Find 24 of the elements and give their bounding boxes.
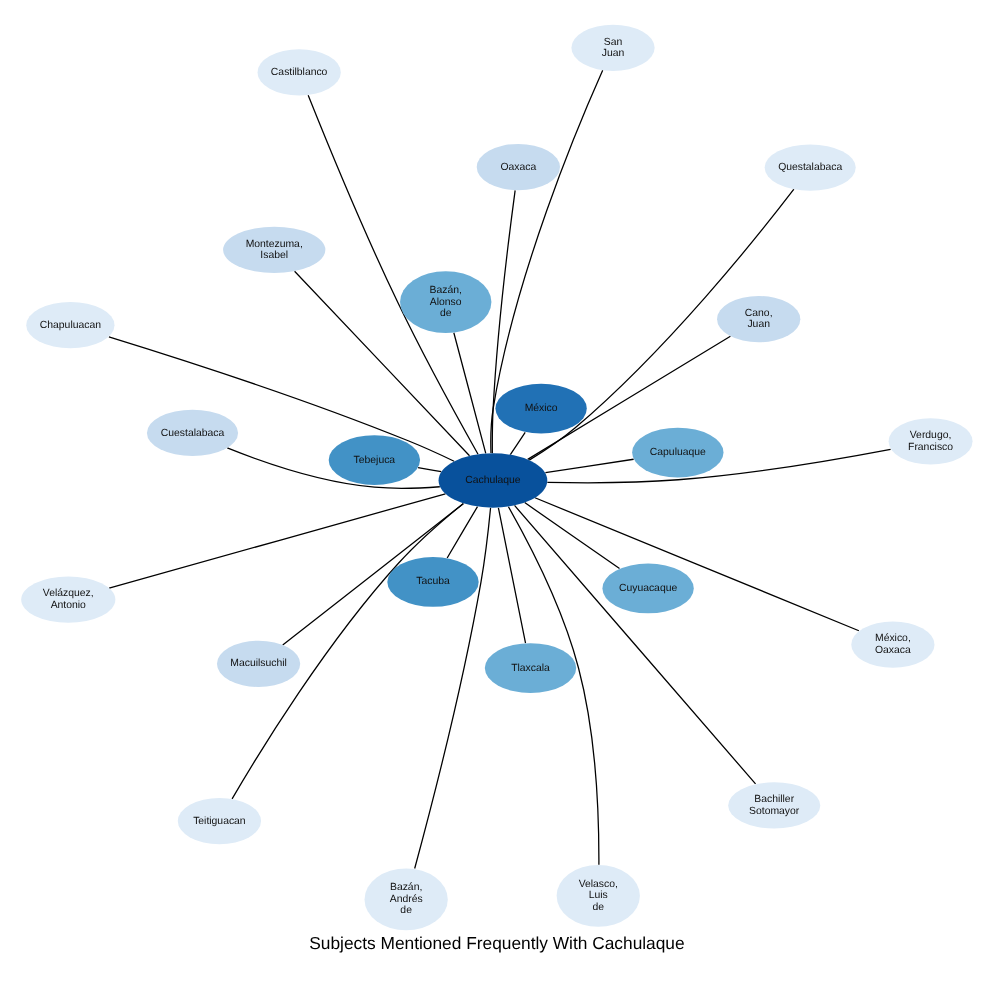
connector <box>293 270 471 457</box>
connector <box>527 335 732 461</box>
diagram-title: Subjects Mentioned Frequently With Cachulaque <box>309 932 685 953</box>
connector <box>534 497 860 632</box>
connector <box>108 336 455 462</box>
connector <box>507 506 600 866</box>
connector <box>231 502 465 800</box>
connector <box>524 501 621 570</box>
connector <box>544 458 635 474</box>
connector <box>497 507 527 644</box>
connector <box>282 503 464 646</box>
connector <box>509 431 526 456</box>
connector <box>546 448 892 484</box>
connector <box>307 94 479 455</box>
connector <box>417 466 442 473</box>
connector <box>528 188 795 461</box>
connector <box>414 507 492 870</box>
connector <box>513 504 757 785</box>
connector <box>108 493 447 589</box>
connector <box>226 447 441 489</box>
connector <box>490 69 604 454</box>
connector <box>491 189 516 454</box>
connector <box>446 505 479 559</box>
connector <box>453 332 487 455</box>
